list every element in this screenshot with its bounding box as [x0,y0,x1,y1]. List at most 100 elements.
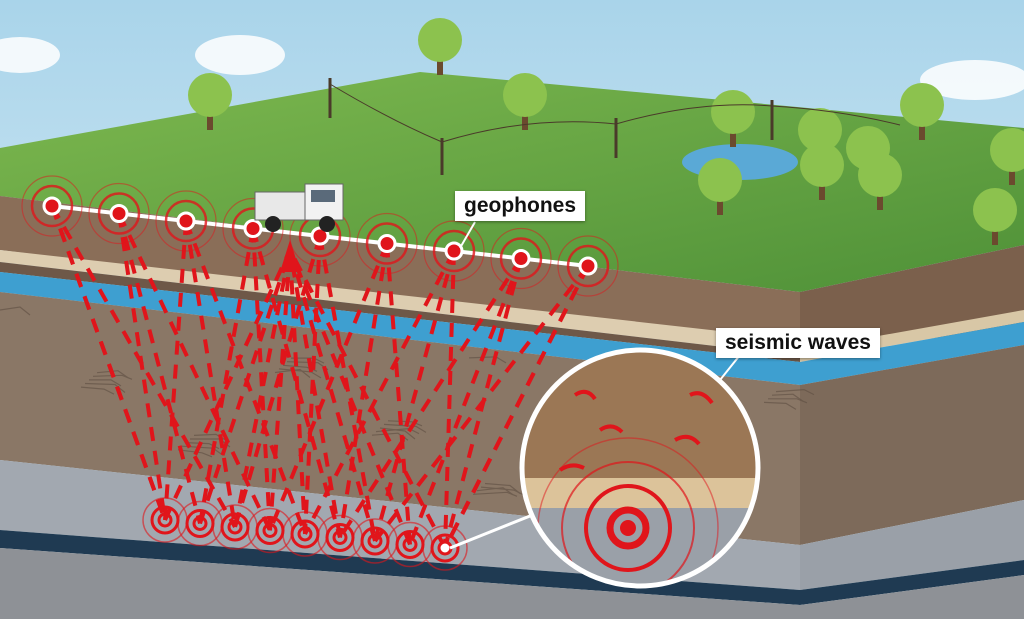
tree-canopy [973,188,1017,232]
reflection-point [227,519,243,535]
rock-crack [775,388,815,396]
rock-crack [763,401,797,410]
tree-canopy [188,73,232,117]
geophone [444,241,464,261]
geophone [310,226,330,246]
reflection-point [297,526,313,542]
tree-trunk [730,122,736,147]
wave-ray [198,228,255,524]
tree-trunk [522,105,528,130]
rock-crack [480,486,525,496]
vibroseis-truck [254,183,344,232]
reflection-ripple [422,525,468,571]
tree-canopy [858,153,902,197]
seismic-waves-label: seismic waves [716,328,880,358]
rock-crack [96,370,129,379]
rock-crack [80,386,115,395]
wave-ray [50,205,167,521]
ground-surface [0,72,1024,292]
tree-trunk [992,220,998,245]
tree-canopy [900,83,944,127]
wave-ray [338,257,523,539]
wave-ray [288,249,412,546]
rock-crack [476,487,514,496]
tree-canopy [711,90,755,134]
geophone-ripple [222,197,284,260]
geophone [377,234,397,253]
geophone-ripple [30,184,74,228]
wave-ray [50,205,237,528]
wave-ray [268,242,389,532]
tree-trunk [207,105,213,130]
wave-ray [251,228,272,531]
geophone [511,249,531,268]
seismic-wave-paths [50,205,590,549]
tree-canopy [503,73,547,117]
wave-ray [163,249,292,521]
rock-crack [177,449,213,458]
geophone-ripple [566,244,610,288]
tree-trunk [919,115,925,140]
geophone [578,256,598,276]
geophones-label: geophones [455,191,586,221]
reflection-point [367,533,383,549]
wave-ray [251,227,342,539]
rock-crack [89,379,122,387]
tree-trunk [437,50,443,75]
tree-trunk [717,190,723,215]
reflection-points [142,497,468,571]
wave-ray [288,249,377,542]
geophone-ripple [432,229,476,273]
reflection-point [157,512,173,528]
geophone-ripple [21,175,83,237]
rock-crack [383,423,427,433]
geophone-ripple [557,235,619,297]
inset-pointer [449,508,546,550]
geophone-ripple [88,182,150,245]
rock-crack [771,393,804,402]
rock-crack [274,368,311,378]
reflection-point [332,530,348,545]
wave-ray [288,249,447,549]
tree-canopy [798,108,842,152]
tree-trunk [819,175,825,200]
inset-border [519,347,761,589]
rock-crack [84,382,126,393]
wave-ray [385,243,412,545]
wave-ray [288,249,342,538]
rock-crack [0,306,31,316]
reflection-point [262,523,278,538]
trees [188,18,1024,245]
label-pointer [459,221,476,249]
power-lines [328,78,901,175]
wave-ray [443,250,456,549]
rock-crack [768,398,808,404]
wave-ray [184,220,237,528]
tree-canopy [418,18,462,62]
rock-crack [387,420,423,427]
source-arrow-icon [280,240,300,272]
reflection-point [192,516,208,531]
rock-crack [92,374,133,380]
geophone [42,196,62,216]
wave-ray [184,220,307,535]
rock-crack [472,491,518,497]
right-face-layers [800,245,1024,619]
tree-canopy [800,143,844,187]
geophones [21,175,619,297]
geophone [109,204,129,223]
geophone-ripple [365,222,409,265]
reflection-ripple [430,533,460,563]
rock-crack [379,427,416,440]
geophone-ripple [164,199,208,243]
clouds [0,35,1024,100]
geophone-ripple [423,220,485,282]
geophone-ripple [490,227,552,290]
tree-trunk [877,185,883,210]
geophone-ripple [499,237,543,280]
geophone-ripple [155,190,217,252]
tree-canopy [990,128,1024,172]
reflection-point [437,540,453,556]
